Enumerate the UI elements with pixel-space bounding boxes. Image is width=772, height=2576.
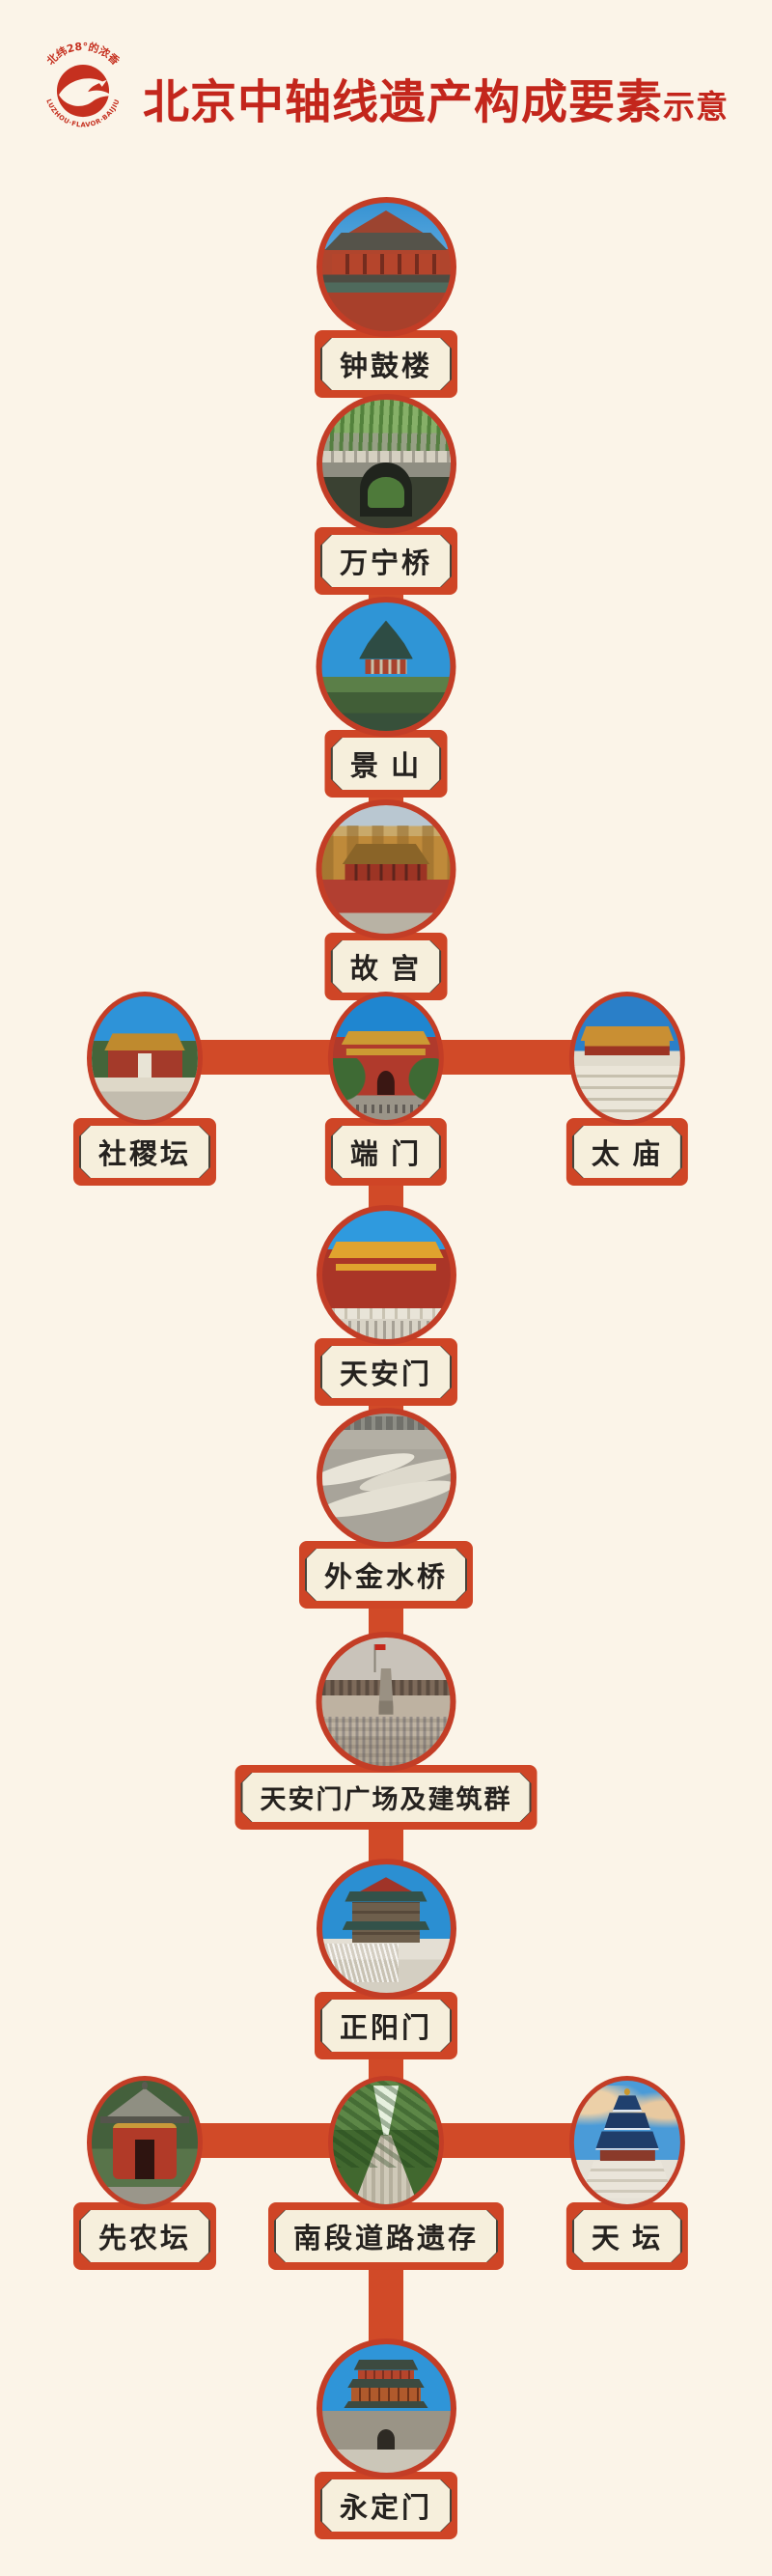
node-tiananmen: 天安门 (314, 1205, 458, 1406)
photo-layer (321, 602, 451, 731)
photo-yongdingmen (316, 2338, 456, 2478)
label-nanduan: 南段道路遗存 (267, 2202, 505, 2270)
photo-tiananmen (316, 1205, 456, 1345)
photo-layer (91, 2081, 198, 2204)
node-guangchang: 天安门广场及建筑群 (234, 1632, 538, 1830)
photo-shejitan (86, 992, 203, 1125)
photo-layer (321, 805, 451, 934)
label-gugong: 故 宫 (324, 933, 448, 1000)
label-zhonggulou: 钟鼓楼 (314, 330, 458, 398)
node-jingshan: 景 山 (316, 597, 456, 798)
photo-layer (321, 1864, 451, 1993)
label-tiananmen: 天安门 (314, 1338, 458, 1406)
photo-layer (321, 2344, 451, 2473)
photo-taimiao (568, 992, 685, 1125)
photo-zhonggulou (316, 197, 456, 337)
label-tiantan: 天 坛 (565, 2202, 689, 2270)
label-shejitan: 社稷坛 (72, 1118, 217, 1186)
photo-layer (321, 1211, 451, 1339)
node-taimiao: 太 庙 (565, 992, 689, 1186)
node-gugong: 故 宫 (316, 799, 456, 1000)
node-zhonggulou: 钟鼓楼 (314, 197, 458, 398)
node-wanningqiao: 万宁桥 (314, 394, 458, 595)
label-guangchang: 天安门广场及建筑群 (234, 1765, 538, 1830)
label-taimiao: 太 庙 (565, 1118, 689, 1186)
page-title-suffix: 示意 (663, 91, 730, 126)
photo-layer (321, 1638, 451, 1766)
photo-waijinshuiqiao (316, 1408, 456, 1548)
node-duanmen: 端 门 (324, 992, 448, 1186)
photo-layer (573, 996, 680, 1120)
photo-zhengyangmen (316, 1859, 456, 1999)
label-yongdingmen: 永定门 (314, 2472, 458, 2539)
photo-layer (332, 2081, 439, 2204)
photo-layer (321, 400, 451, 528)
node-tiantan: 天 坛 (565, 2076, 689, 2270)
label-duanmen: 端 门 (324, 1118, 448, 1186)
node-nanduan: 南段道路遗存 (267, 2076, 505, 2270)
photo-duanmen (327, 992, 444, 1125)
node-xiannongtan: 先农坛 (72, 2076, 217, 2270)
photo-tiantan (568, 2076, 685, 2209)
page-title-main: 北京中轴线遗产构成要素 (143, 77, 664, 128)
brand-logo-icon: 北纬28°的浓香 LUZHOU·FLAVOR·BAIJIU (43, 40, 123, 128)
node-yongdingmen: 永定门 (314, 2338, 458, 2539)
photo-gugong (316, 799, 456, 939)
photo-jingshan (316, 597, 456, 737)
photo-layer (321, 203, 451, 331)
photo-layer (573, 2081, 680, 2204)
photo-nanduan (327, 2076, 444, 2209)
node-zhengyangmen: 正阳门 (314, 1859, 458, 2059)
photo-xiannongtan (86, 2076, 203, 2209)
label-waijinshuiqiao: 外金水桥 (298, 1541, 474, 1609)
page-title: 北京中轴线遗产构成要素示意 (143, 64, 729, 131)
label-zhengyangmen: 正阳门 (314, 1992, 458, 2059)
node-waijinshuiqiao: 外金水桥 (298, 1408, 474, 1609)
label-jingshan: 景 山 (324, 730, 448, 798)
photo-layer (332, 996, 439, 1120)
photo-guangchang (316, 1632, 456, 1772)
photo-layer (91, 996, 198, 1120)
photo-wanningqiao (316, 394, 456, 534)
label-xiannongtan: 先农坛 (72, 2202, 217, 2270)
label-wanningqiao: 万宁桥 (314, 527, 458, 595)
node-shejitan: 社稷坛 (72, 992, 217, 1186)
svg-text:北纬28°的浓香: 北纬28°的浓香 (43, 40, 123, 68)
photo-layer (321, 1414, 451, 1542)
